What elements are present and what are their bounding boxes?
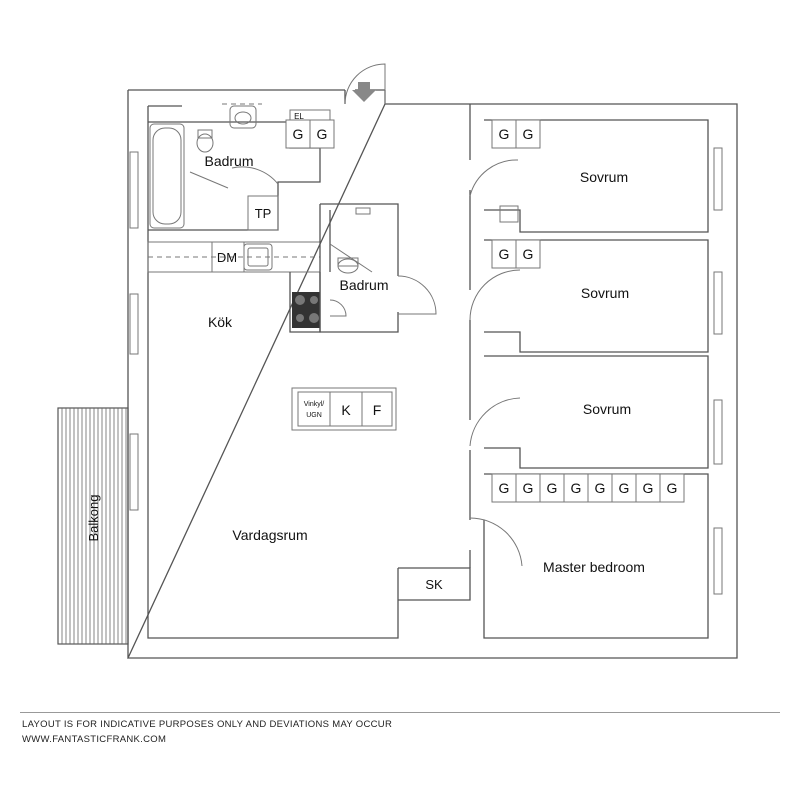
wardrobe-entrance-box <box>285 119 311 149</box>
wardrobe-entrance-label: G <box>317 126 328 142</box>
bathroom-2 <box>319 203 437 333</box>
fixture-label-el: EL <box>294 112 304 121</box>
fixture-label-vinkyl: Vinkyl/ <box>304 401 325 408</box>
wardrobe-master-label: G <box>571 480 582 496</box>
outer-walls <box>126 89 738 659</box>
wardrobe-bedroom-1-label: G <box>499 126 510 142</box>
wardrobe-master-box <box>563 473 589 503</box>
wardrobe-master-label: G <box>643 480 654 496</box>
room-label-kitchen: Kök <box>208 314 233 330</box>
fixture-label-dm: DM <box>217 250 237 265</box>
room-label-balcony: Balkong <box>86 495 101 542</box>
disclaimer-text: LAYOUT IS FOR INDICATIVE PURPOSES ONLY A… <box>22 719 393 730</box>
wardrobe-bedroom-1-box <box>515 119 541 149</box>
wardrobe-master-label: G <box>595 480 606 496</box>
kitchen-island <box>291 387 397 431</box>
room-label-bathroom-1: Badrum <box>204 153 253 169</box>
right-windows <box>713 147 723 595</box>
wardrobe-master-box <box>539 473 565 503</box>
room-label-bedroom-1: Sovrum <box>580 169 628 185</box>
balcony <box>57 407 129 645</box>
wardrobe-entrance-box <box>309 119 335 149</box>
wardrobe-bedroom-1-label: G <box>523 126 534 142</box>
wardrobe-master-label: G <box>523 480 534 496</box>
wardrobe-master-label: G <box>667 480 678 496</box>
fixture-label-tp: TP <box>255 206 272 221</box>
footer-divider <box>20 712 780 713</box>
wardrobe-master-label: G <box>547 480 558 496</box>
kitchen-counter <box>147 241 321 333</box>
room-label-bathroom-2: Badrum <box>339 277 388 293</box>
bedroom-walls <box>469 104 709 639</box>
website-text: WWW.FANTASTICFRANK.COM <box>22 734 167 745</box>
fixture-label-k: K <box>341 402 351 418</box>
left-windows <box>129 151 139 511</box>
footer: LAYOUT IS FOR INDICATIVE PURPOSES ONLY A… <box>22 717 392 747</box>
fixture-label-f: F <box>373 402 382 418</box>
wardrobe-master-label: G <box>619 480 630 496</box>
room-label-bedroom-2: Sovrum <box>581 285 629 301</box>
room-label-living-room: Vardagsrum <box>232 527 307 543</box>
wardrobe-bedroom-2-label: G <box>523 246 534 262</box>
wardrobe-master-box <box>587 473 613 503</box>
fixture-label-sk: SK <box>425 577 443 592</box>
wardrobe-bedroom-2-box <box>491 239 517 269</box>
wardrobe-master-label: G <box>499 480 510 496</box>
fixture-label-ugn: UGN <box>306 412 322 419</box>
wardrobe-master-box <box>491 473 517 503</box>
wardrobe-entrance-label: G <box>293 126 304 142</box>
wardrobe-bedroom-1-box <box>491 119 517 149</box>
entrance-door <box>344 63 386 105</box>
room-label-bedroom-3: Sovrum <box>583 401 631 417</box>
wardrobe-bedroom-2-label: G <box>499 246 510 262</box>
wardrobe-bedroom-2-box <box>515 239 541 269</box>
room-label-master-bedroom: Master bedroom <box>543 559 645 575</box>
wardrobe-master-box <box>659 473 685 503</box>
